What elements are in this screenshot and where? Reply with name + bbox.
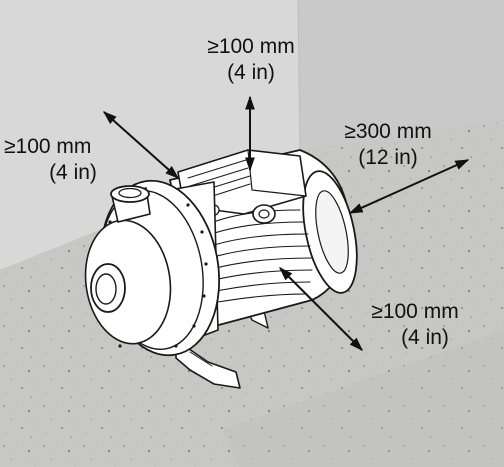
rear-clearance-label: ≥300 mm (12 in) [318, 121, 458, 168]
front-clearance-label: ≥100 mm (4 in) [350, 301, 480, 348]
top-clearance-label: ≥100 mm (4 in) [186, 36, 316, 83]
rear-clearance-metric: ≥300 mm [344, 120, 432, 143]
left-clearance-imperial: (4 in) [49, 161, 97, 184]
floor-shadow-band [222, 330, 504, 467]
top-clearance-metric: ≥100 mm [207, 35, 295, 58]
clearance-arrows [102, 95, 470, 351]
pump-icon [84, 149, 358, 389]
front-clearance-imperial: (4 in) [401, 326, 449, 349]
top-clearance-imperial: (4 in) [227, 61, 275, 84]
front-clearance-arrow [279, 267, 363, 351]
rear-clearance-arrow [348, 159, 470, 214]
back-wall [298, 0, 504, 150]
left-clearance-arrow [102, 111, 180, 179]
rear-clearance-imperial: (12 in) [358, 146, 418, 169]
front-clearance-metric: ≥100 mm [371, 300, 459, 323]
wall-corner-edge [297, 0, 301, 151]
left-clearance-label: ≥100 mm (4 in) [4, 136, 130, 183]
left-clearance-metric: ≥100 mm [4, 135, 92, 158]
